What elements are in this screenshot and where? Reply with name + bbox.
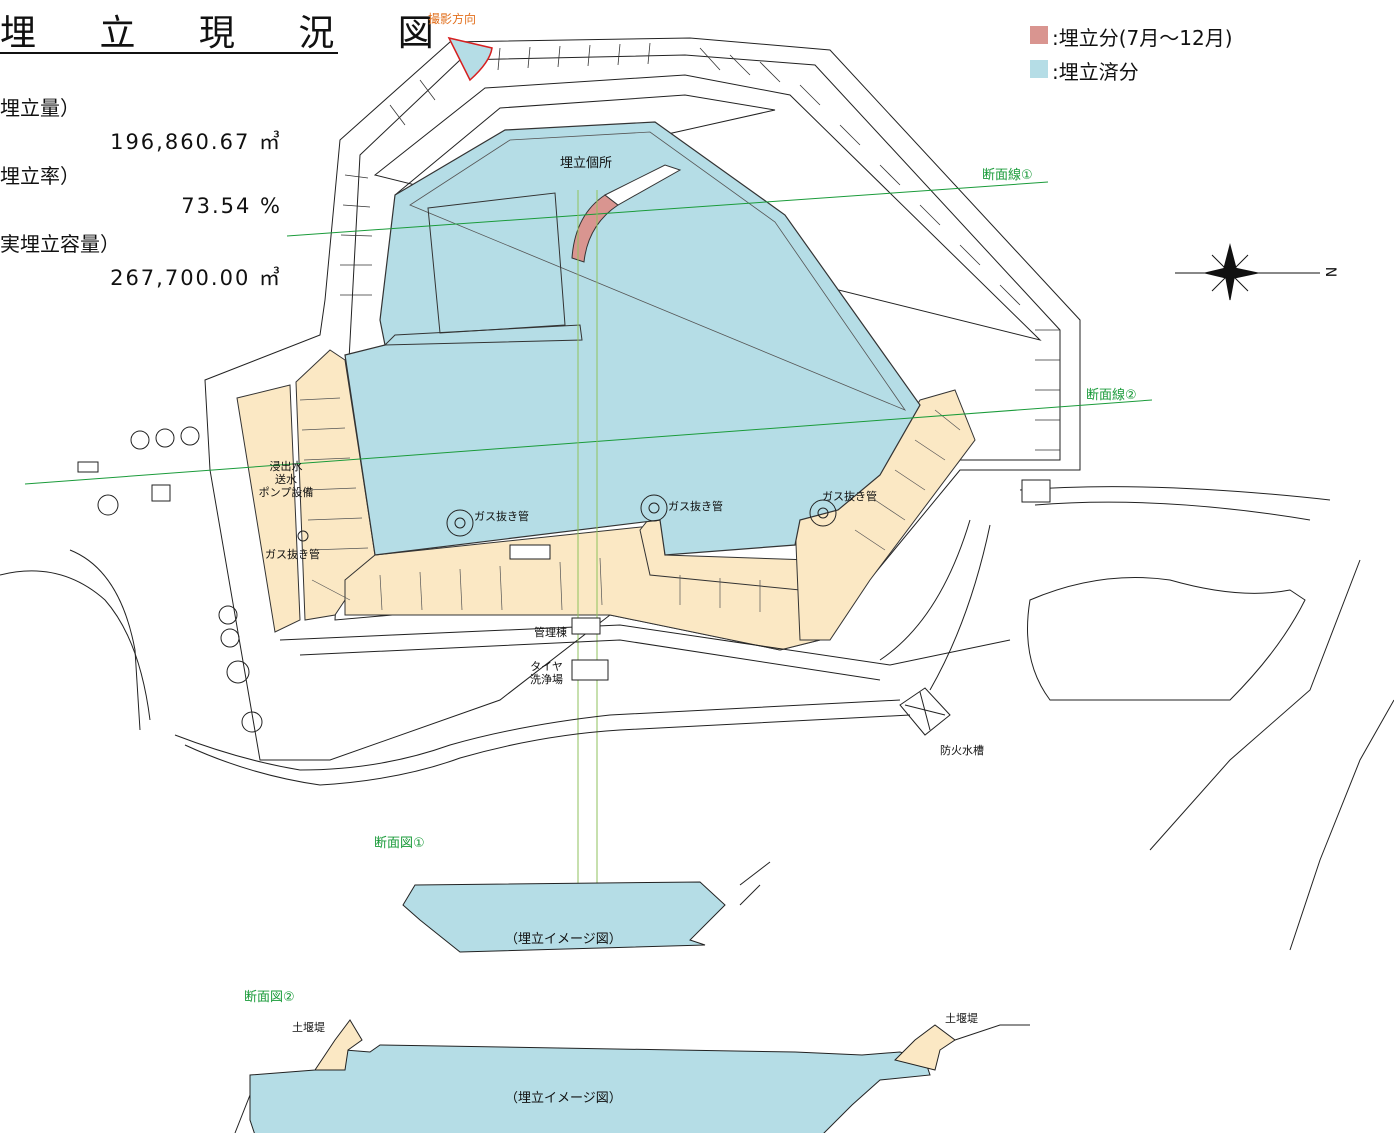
section-2-caption: （埋立イメージ図）	[505, 1091, 622, 1106]
section-2-embankment-right: 土堰堤	[945, 1012, 978, 1025]
section-2-profile	[234, 1019, 1030, 1133]
fire-tank-label: 防火水槽	[940, 744, 984, 757]
tire-wash-label: タイヤ 洗浄場	[530, 660, 563, 686]
legend-swatch-filled	[1030, 60, 1048, 78]
inner-block	[383, 192, 583, 346]
section-1-profile	[402, 881, 726, 953]
gas-vent-markers	[297, 494, 837, 542]
section-line-2-label: 断面線②	[1086, 388, 1137, 403]
berm-hatching	[340, 42, 1060, 451]
access-ramp	[604, 164, 682, 206]
fill-volume-value: 196,860.67 ㎥	[110, 130, 282, 154]
section-1-title: 断面図①	[374, 836, 425, 851]
fire-tank-icon	[899, 687, 951, 736]
section-lines	[24, 181, 1153, 485]
projection-lines	[577, 190, 598, 888]
gas-vent-2-label: ガス抜き管	[668, 500, 723, 513]
surrounding-roads	[0, 486, 1394, 951]
section-2-embankment-left: 土堰堤	[292, 1021, 325, 1034]
page-title: 埋 立 現 況 図	[0, 13, 460, 54]
gas-vent-1-label: ガス抜き管	[474, 510, 529, 523]
photo-direction-label: 撮影方向	[428, 12, 477, 26]
legend-swatch-recent	[1030, 26, 1048, 44]
actual-capacity-label: 実埋立容量）	[0, 232, 120, 256]
landfill-site-label: 埋立個所	[560, 156, 613, 171]
fill-rate-label: 埋立率）	[0, 164, 80, 188]
facility-buildings	[77, 461, 1051, 681]
compass-north-letter: N	[1322, 266, 1339, 278]
legend-filled-label: :埋立済分	[1052, 60, 1139, 84]
fill-rate-value: 73.54 %	[181, 194, 282, 218]
landfilled-inner-line	[409, 131, 907, 411]
section-line-1-label: 断面線①	[982, 168, 1033, 183]
embankment-areas	[236, 349, 976, 651]
tree-symbols	[97, 426, 263, 733]
section-1-caption: （埋立イメージ図）	[505, 932, 622, 947]
north-compass-icon	[1175, 243, 1320, 301]
legend-recent-label: :埋立分(7月～12月)	[1052, 26, 1233, 50]
admin-building-label: 管理棟	[534, 626, 567, 639]
fill-volume-label: 埋立量）	[0, 96, 80, 120]
photo-direction-icon	[447, 36, 493, 82]
leachate-pump-label: 浸出水 送水 ポンプ設備	[258, 460, 314, 499]
actual-capacity-value: 267,700.00 ㎥	[110, 266, 282, 290]
landfilled-area	[344, 121, 921, 556]
embankment-hatching	[299, 397, 961, 612]
title-underline	[0, 52, 338, 54]
gas-vent-3-label: ガス抜き管	[822, 490, 877, 503]
recent-landfill-area	[571, 194, 619, 263]
section-2-title: 断面図②	[244, 990, 295, 1005]
gas-vent-left-label: ガス抜き管	[265, 548, 320, 561]
